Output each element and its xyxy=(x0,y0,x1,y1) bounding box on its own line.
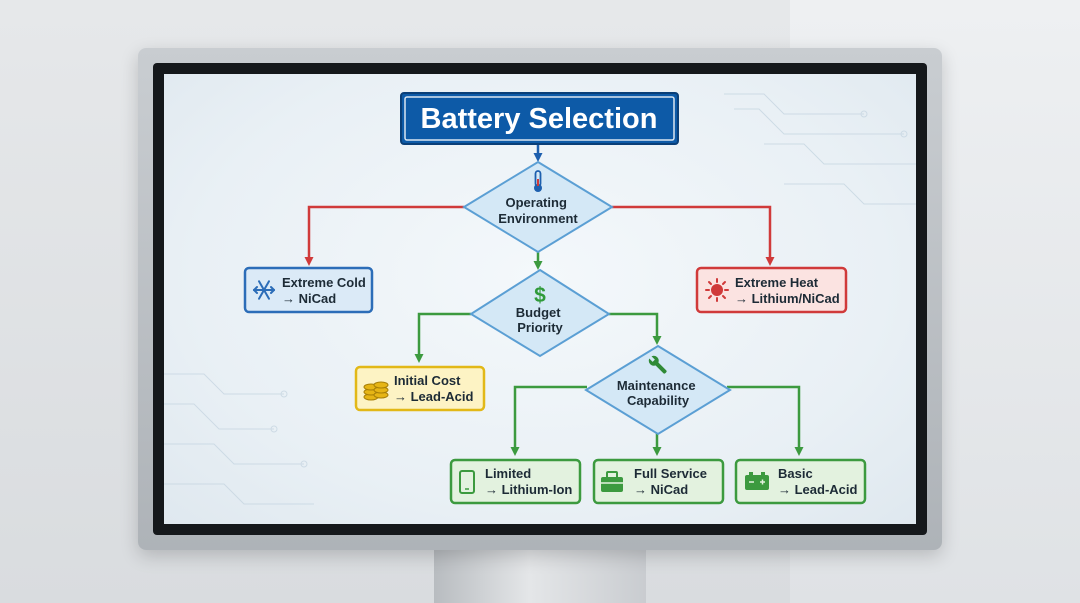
outcome-heat-line2: → Lithium/NiCad xyxy=(735,291,840,306)
svg-text:Basic → Lead-Acid: Basic → Lead-Acid xyxy=(778,466,858,497)
outcome-cold-line2: → NiCad xyxy=(282,291,336,306)
toolbox-icon xyxy=(601,471,623,492)
outcome-basic-line1: Basic xyxy=(778,466,813,481)
decision-budget-priority: $ Budget Priority xyxy=(469,268,611,358)
battery-icon xyxy=(745,472,769,490)
decision-operating-environment: Operating Environment xyxy=(462,160,614,254)
dollar-icon: $ xyxy=(534,284,546,307)
outcome-limited-line2: → Lithium-Ion xyxy=(485,482,572,497)
svg-text:Full Service → NiCad: Full Service → NiCad xyxy=(634,466,711,497)
outcome-full-line1: Full Service xyxy=(634,466,707,481)
flowchart: Battery Selection Operating Environment … xyxy=(164,92,916,505)
outcome-extreme-heat: Extreme Heat → Lithium/NiCad xyxy=(695,266,848,314)
outcome-heat-line1: Extreme Heat xyxy=(735,275,819,290)
decision-budget-line1: Budget xyxy=(516,305,561,320)
coins-icon xyxy=(363,381,389,401)
monitor-screen: Battery Selection Operating Environment … xyxy=(164,74,916,524)
connector-environment-cold xyxy=(304,205,464,266)
svg-text:Limited → Lithium-Ion: Limited → Lithium-Ion xyxy=(485,466,572,497)
outcome-cold-line1: Extreme Cold xyxy=(282,275,366,290)
decision-budget-line2: Priority xyxy=(517,320,563,335)
decision-maintenance-line2: Capability xyxy=(627,393,690,408)
outcome-initial-cost: Initial Cost → Lead-Acid xyxy=(354,365,486,412)
decision-environment-line2: Environment xyxy=(498,211,578,226)
snowflake-icon xyxy=(253,280,275,300)
title-box: Battery Selection xyxy=(400,92,679,145)
connector-maintenance-limited xyxy=(510,385,587,456)
wrench-icon xyxy=(648,355,667,374)
diagram-title: Battery Selection xyxy=(421,103,658,135)
svg-text:Extreme Heat → Lithium/N: Extreme Heat → Lithium/NiCad xyxy=(735,275,840,306)
outcome-limited-line1: Limited xyxy=(485,466,531,481)
outcome-limited: Limited → Lithium-Ion xyxy=(449,458,582,505)
monitor-stand xyxy=(434,548,646,603)
thermometer-icon xyxy=(534,170,542,192)
svg-text:Operating Environment: Operating Environment xyxy=(498,195,578,226)
connector-maintenance-basic xyxy=(727,385,804,456)
svg-text:Initial Cost → Lead-Acid: Initial Cost → Lead-Acid xyxy=(394,373,474,404)
outcome-full-service: Full Service → NiCad xyxy=(592,458,725,505)
outcome-full-line2: → NiCad xyxy=(634,482,688,497)
svg-text:Budget Priority: Budget Priority xyxy=(516,305,564,335)
sun-icon xyxy=(705,278,729,302)
svg-text:Extreme Cold → NiCad: Extreme Cold → NiCad xyxy=(282,275,369,306)
connector-environment-heat xyxy=(612,205,775,266)
decision-environment-line1: Operating xyxy=(505,195,566,210)
outcome-extreme-cold: Extreme Cold → NiCad xyxy=(243,266,374,314)
decision-maintenance-capability: Maintenance Capability xyxy=(584,344,732,436)
svg-text:Maintenance Capability: Maintenance Capability xyxy=(617,378,699,408)
outcome-basic: Basic → Lead-Acid xyxy=(734,458,867,505)
outcome-cost-line1: Initial Cost xyxy=(394,373,461,388)
connector-budget-maintenance xyxy=(609,312,662,345)
tablet-icon xyxy=(459,470,475,494)
connectors xyxy=(304,144,804,456)
connector-budget-cost xyxy=(414,312,471,363)
outcome-cost-line2: → Lead-Acid xyxy=(394,389,474,404)
decision-maintenance-line1: Maintenance xyxy=(617,378,696,393)
outcome-basic-line2: → Lead-Acid xyxy=(778,482,858,497)
circuit-decoration xyxy=(164,93,916,505)
